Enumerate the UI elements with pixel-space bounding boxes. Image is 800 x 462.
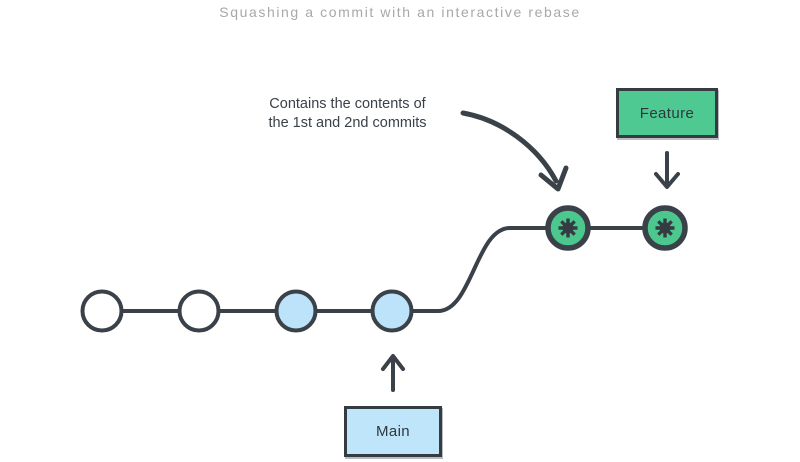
squash-annotation: Contains the contents of the 1st and 2nd…: [240, 95, 455, 133]
diagram-title: Squashing a commit with an interactive r…: [219, 4, 581, 20]
feature-branch-label: Feature: [616, 88, 718, 138]
branch-connector-line: [100, 226, 667, 313]
main-branch-label: Main: [344, 406, 442, 457]
commit-node-main-2: [177, 289, 221, 333]
feature-branch-label-text: Feature: [639, 104, 695, 122]
squash-icon: [558, 218, 578, 238]
annotation-line-2: the 1st and 2nd commits: [268, 115, 427, 131]
annotation-curved-arrow: [460, 110, 569, 192]
main-pointer-arrow: [381, 354, 405, 392]
main-branch-label-text: Main: [375, 423, 411, 440]
feature-pointer-arrow: [654, 151, 680, 189]
commit-node-main-3: [274, 289, 318, 333]
squash-icon: [655, 218, 675, 238]
annotation-line-1: Contains the contents of: [269, 96, 426, 112]
commit-node-main-4: [370, 289, 414, 333]
commit-node-main-1: [80, 289, 124, 333]
